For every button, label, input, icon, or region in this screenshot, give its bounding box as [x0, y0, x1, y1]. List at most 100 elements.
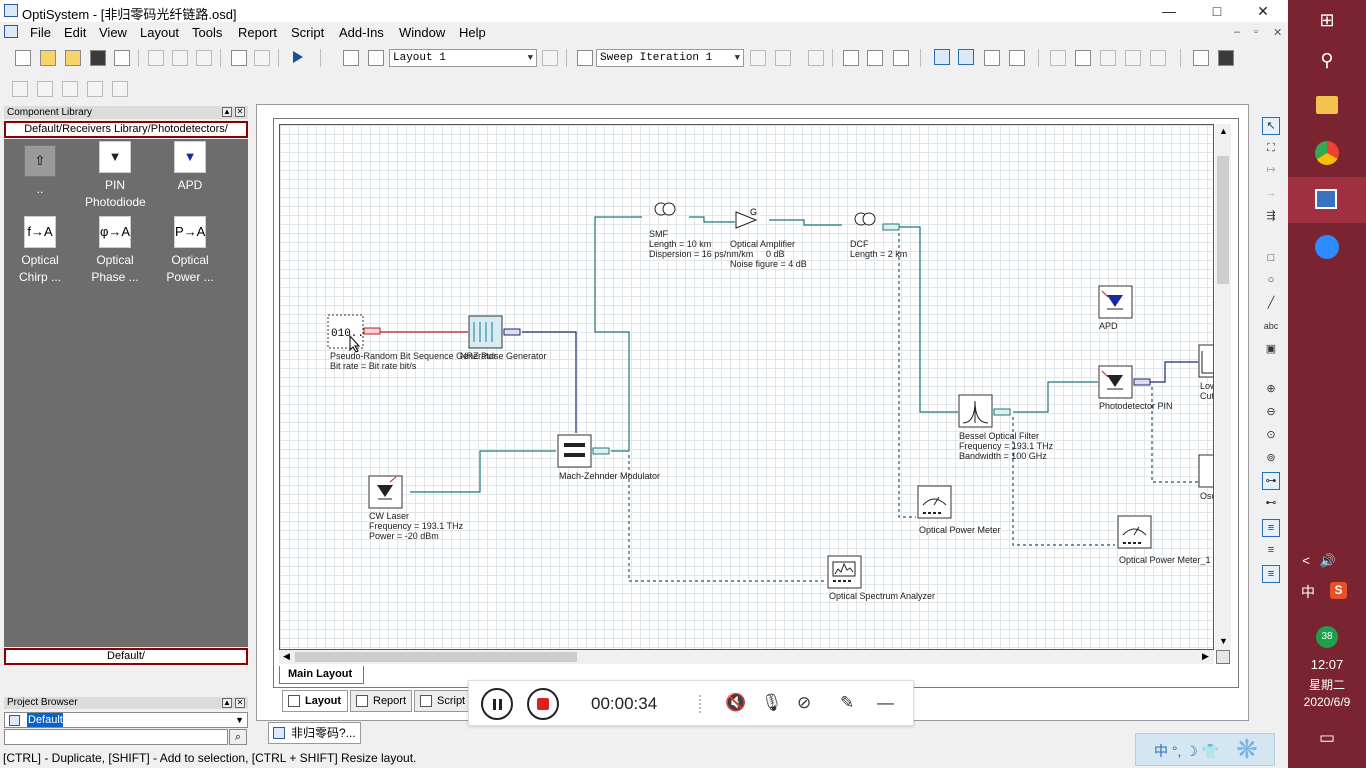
close-button[interactable]: ✕ — [1257, 3, 1269, 19]
vertical-scrollbar[interactable]: ▲ ▼ — [1215, 124, 1231, 650]
bus-link-icon[interactable]: → — [1265, 187, 1277, 199]
block-optical-power-meter-1[interactable]: Optical Power Meter_1 — [1117, 515, 1211, 565]
component-up[interactable]: ⇧ .. — [10, 145, 70, 198]
mute-icon[interactable]: 🔇 — [725, 693, 747, 712]
app-icon[interactable] — [4, 4, 18, 17]
tab-main-layout[interactable]: Main Layout — [279, 666, 364, 684]
tool-b-icon[interactable]: ≡ — [1267, 544, 1275, 556]
script-tool3-icon[interactable] — [62, 81, 78, 97]
ime-mode[interactable]: 中 — [1301, 584, 1315, 600]
menu-help[interactable]: Help — [459, 25, 486, 40]
parameters-icon[interactable] — [808, 50, 824, 66]
block-low-pass-filter[interactable]: Low Cut — [1198, 344, 1214, 401]
view-mode1-icon[interactable] — [934, 49, 950, 65]
windows-start-icon[interactable]: ⊞ — [1319, 10, 1335, 30]
view-mode4-icon[interactable] — [1009, 50, 1025, 66]
component-pin-photodiode[interactable]: ▼ PIN Photodiode — [85, 141, 146, 211]
project-combo[interactable]: ▼ — [4, 712, 248, 728]
zoom-fit-icon[interactable] — [1216, 650, 1230, 664]
sougou-icon[interactable]: S — [1330, 582, 1347, 599]
layout-view2-icon[interactable] — [867, 50, 883, 66]
image-icon[interactable]: ▣ — [1265, 343, 1277, 355]
pen-icon[interactable]: ✎ — [840, 693, 855, 712]
layout-view3-icon[interactable] — [893, 50, 909, 66]
menu-edit[interactable]: Edit — [64, 25, 87, 40]
remove-layout-icon[interactable] — [368, 50, 384, 66]
menu-tools[interactable]: Tools — [192, 25, 223, 40]
block-oscilloscope[interactable]: Osc — [1198, 454, 1214, 501]
layout-params-icon[interactable] — [542, 50, 558, 66]
pan-icon[interactable]: ⛶ — [1267, 142, 1275, 154]
block-prbs[interactable]: 010.. Pseudo-Random Bit Sequence Generat… — [327, 314, 497, 371]
doc-icon[interactable] — [4, 25, 18, 38]
tool-c-icon[interactable]: ≡ — [1262, 565, 1280, 583]
volume-icon[interactable]: 🔊 — [1319, 553, 1337, 568]
ime-toolbar[interactable]: 中 °, ☽ 👕 ❋ — [1135, 733, 1275, 766]
layout-combo[interactable]: Layout 1 ▼ — [389, 49, 537, 67]
cut-icon[interactable] — [148, 50, 164, 66]
connect-icon[interactable]: ⊶ — [1262, 472, 1280, 490]
script-tool2-icon[interactable] — [37, 81, 53, 97]
layout-canvas[interactable]: 010.. Pseudo-Random Bit Sequence Generat… — [279, 124, 1214, 650]
pin-panel-button[interactable]: ▲ — [222, 107, 232, 117]
run-icon[interactable] — [293, 51, 303, 63]
add-layout-icon[interactable] — [343, 50, 359, 66]
block-bessel-filter[interactable]: Bessel Optical Filter Frequency = 193.1 … — [958, 394, 1054, 461]
action-center-icon[interactable]: ▭ — [1318, 728, 1336, 747]
rectangle-icon[interactable]: □ — [1267, 252, 1275, 264]
drag-handle[interactable] — [699, 695, 703, 713]
mdi-close-button[interactable]: ✕ — [1273, 27, 1283, 39]
horizontal-scrollbar[interactable]: ◀ ▶ — [279, 650, 1214, 664]
script-tool4-icon[interactable] — [87, 81, 103, 97]
ellipse-icon[interactable]: ○ — [1267, 274, 1275, 286]
camera-off-icon[interactable]: ⊘ — [797, 693, 812, 712]
tool4-icon[interactable] — [1125, 50, 1141, 66]
maximize-button[interactable]: □ — [1212, 3, 1222, 19]
disconnect-icon[interactable]: ⊷ — [1265, 497, 1277, 509]
block-smf[interactable]: SMF Length = 10 km Dispersion = 16 ps/nm… — [649, 202, 753, 259]
undo-icon[interactable] — [231, 50, 247, 66]
menu-report[interactable]: Report — [238, 25, 278, 40]
scroll-thumb[interactable] — [1217, 156, 1229, 284]
pointer-icon[interactable]: ↖ — [1262, 117, 1280, 135]
clock-time[interactable]: 12:07 — [1310, 657, 1344, 672]
link-icon[interactable]: ↦ — [1266, 164, 1276, 176]
mic-off-icon[interactable]: 🎙 — [761, 693, 783, 712]
line-icon[interactable]: ╱ — [1267, 297, 1275, 309]
tool3-icon[interactable] — [1100, 50, 1116, 66]
component-optical-phase[interactable]: φ→A Optical Phase ... — [85, 216, 145, 286]
close-panel-button[interactable]: ✕ — [235, 107, 245, 117]
tab-layout[interactable]: Layout — [282, 690, 348, 712]
chrome-icon[interactable] — [1315, 141, 1339, 165]
document-tab[interactable]: 非归零码?... — [268, 722, 361, 744]
block-cw-laser[interactable]: CW Laser Frequency = 193.1 THz Power = -… — [368, 475, 464, 541]
sweep-prev-icon[interactable] — [750, 50, 766, 66]
stop-icon[interactable] — [527, 688, 559, 720]
redo-icon[interactable] — [254, 50, 270, 66]
menu-addins[interactable]: Add-Ins — [339, 25, 384, 40]
library-root-path[interactable]: Default/ — [4, 648, 248, 665]
chevron-left-icon[interactable]: < — [1302, 553, 1310, 568]
project-selected[interactable]: Default — [27, 713, 63, 727]
block-photodetector-pin[interactable]: Photodetector PIN — [1098, 365, 1173, 411]
tab-script[interactable]: Script — [414, 690, 470, 712]
block-dcf[interactable]: DCF Length = 2 km — [850, 212, 907, 259]
zoom-out-icon[interactable]: ⊖ — [1266, 406, 1276, 418]
save-report-icon[interactable] — [1218, 50, 1234, 66]
optisystem-task[interactable] — [1288, 177, 1366, 223]
sweep-icon[interactable] — [577, 50, 593, 66]
zoom-in-icon[interactable]: ⊕ — [1266, 383, 1276, 395]
view-mode2-icon[interactable] — [958, 49, 974, 65]
menu-window[interactable]: Window — [399, 25, 446, 40]
sweep-combo[interactable]: Sweep Iteration 1 ▼ — [596, 49, 744, 67]
scroll-right-icon[interactable]: ▶ — [1202, 651, 1209, 661]
zoom-all-icon[interactable]: ⊚ — [1266, 452, 1276, 464]
pin-panel-button[interactable]: ▲ — [222, 698, 232, 708]
minimize-recorder-icon[interactable]: — — [877, 693, 894, 712]
new-file-icon[interactable] — [15, 50, 31, 66]
mdi-minimize-button[interactable]: – — [1234, 26, 1241, 38]
block-mzm[interactable]: Mach-Zehnder Modulator — [557, 434, 660, 481]
script-tool1-icon[interactable] — [12, 81, 28, 97]
menu-view[interactable]: View — [99, 25, 127, 40]
menu-script[interactable]: Script — [291, 25, 325, 40]
